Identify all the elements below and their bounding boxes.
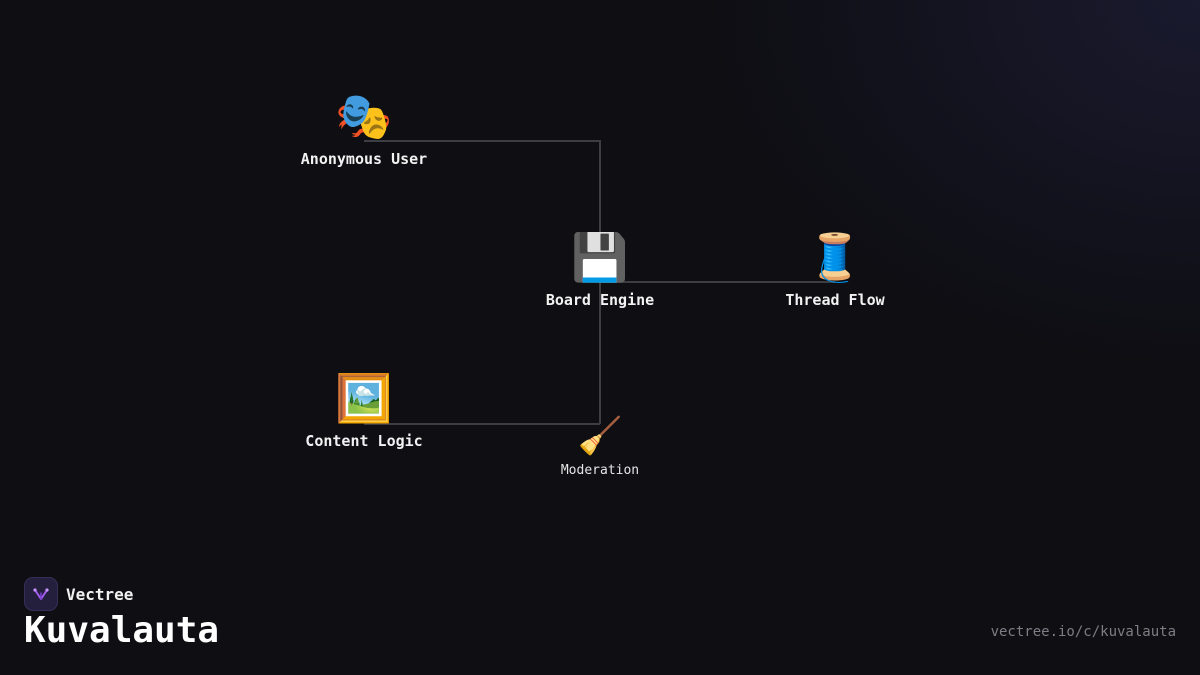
- node-label: Content Logic: [305, 432, 423, 450]
- floppy-disk-icon: 💾: [571, 230, 629, 284]
- brand-name: Vectree: [66, 584, 134, 604]
- broom-icon: 🧹: [577, 416, 623, 457]
- brand: Vectree: [24, 577, 133, 611]
- vectree-logo-icon: [24, 577, 58, 611]
- performing-arts-masks-icon: 🎭: [335, 89, 393, 143]
- spool-of-thread-icon: 🧵: [806, 230, 864, 284]
- edge-anonymous-user-to-board-engine: [364, 140, 601, 282]
- node-thread-flow[interactable]: 🧵 Thread Flow: [785, 229, 884, 309]
- page-title: Kuvalauta: [24, 610, 220, 651]
- framed-picture-icon: 🖼️: [335, 371, 393, 425]
- node-content-logic[interactable]: 🖼️ Content Logic: [305, 370, 422, 450]
- node-label: Board Engine: [545, 291, 655, 309]
- node-label: Thread Flow: [785, 291, 885, 309]
- node-label: Moderation: [560, 463, 640, 478]
- node-board-engine[interactable]: 💾 Board Engine: [546, 229, 654, 309]
- node-anonymous-user[interactable]: 🎭 Anonymous User: [301, 88, 427, 168]
- node-label: Anonymous User: [300, 150, 428, 168]
- source-url[interactable]: vectree.io/c/kuvalauta: [990, 624, 1176, 640]
- node-moderation[interactable]: 🧹 Moderation: [561, 415, 639, 478]
